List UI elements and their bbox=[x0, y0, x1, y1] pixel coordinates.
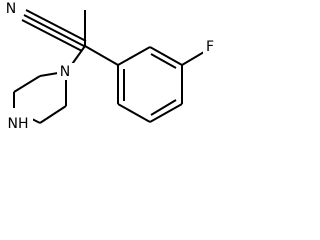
piperazine-nh-label: NH bbox=[8, 116, 29, 132]
benzene-ring bbox=[117, 46, 183, 123]
c-f-bond bbox=[181, 51, 205, 66]
structure-drawing: N F N NH bbox=[3, 0, 217, 133]
fluorine-label: F bbox=[206, 39, 214, 55]
nitrile-triple-bond bbox=[21, 9, 87, 52]
piperazine-ring bbox=[13, 72, 67, 124]
c-aryl-bond bbox=[84, 45, 119, 66]
nitrile-nitrogen-label: N bbox=[6, 1, 16, 17]
piperazine-nitrogen-label: N bbox=[60, 64, 70, 80]
